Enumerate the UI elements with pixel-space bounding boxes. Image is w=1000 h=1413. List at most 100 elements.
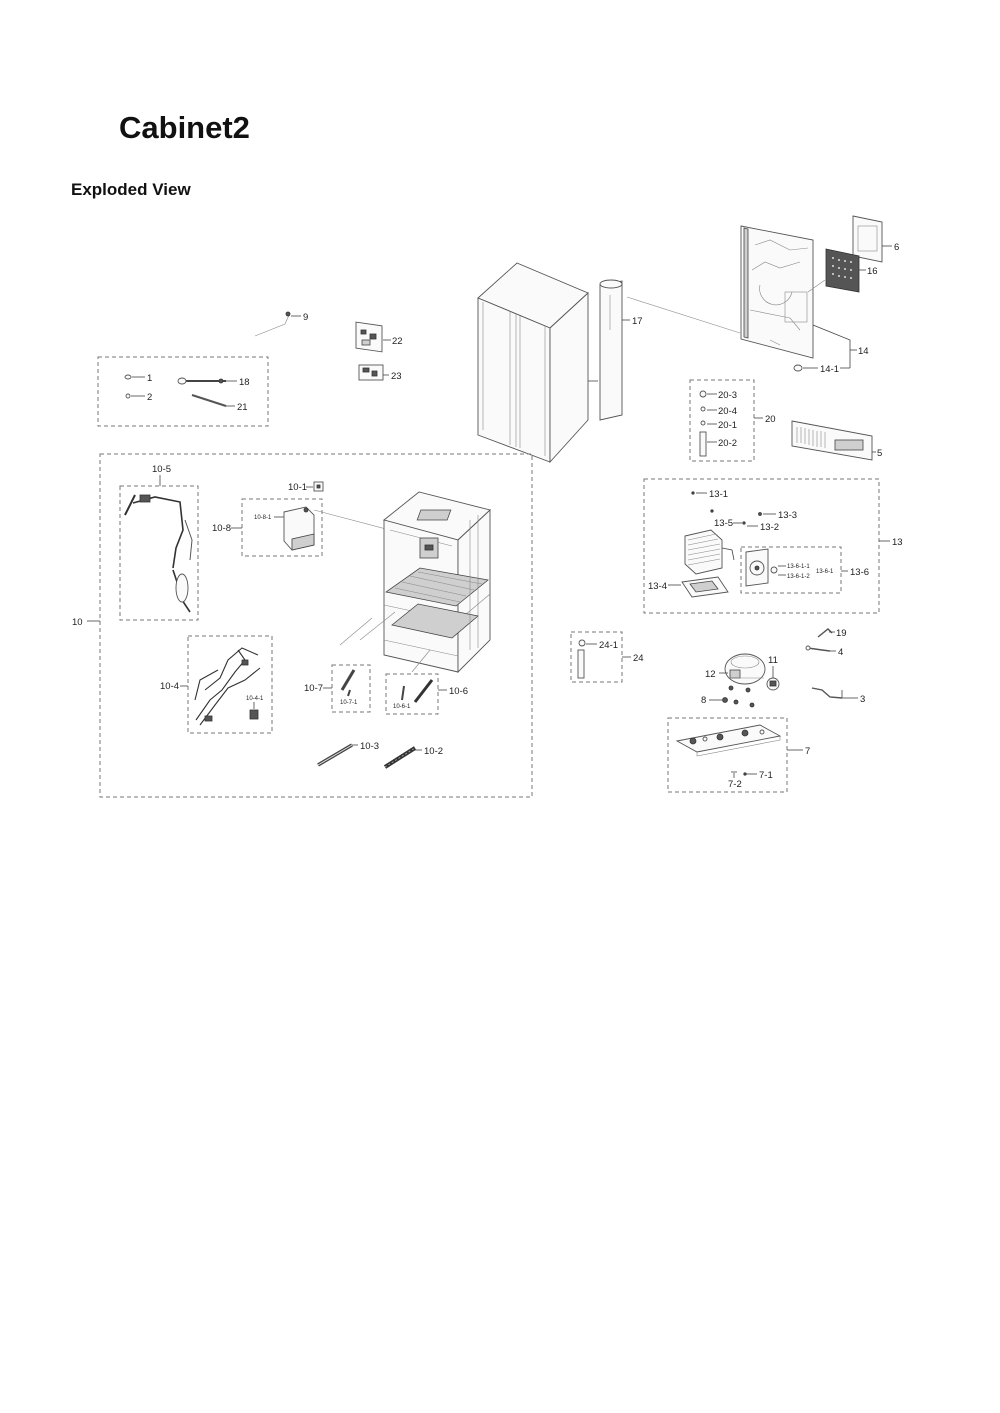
label-20-1: 20-1 — [718, 420, 737, 431]
label-21: 21 — [237, 402, 248, 413]
label-4: 4 — [838, 647, 843, 658]
dashed-box-10-8 — [241, 498, 323, 557]
part-17-insulation-strip[interactable]: 17 — [599, 279, 643, 421]
group-7-base-plate[interactable]: 7 7-2 7-1 — [667, 717, 810, 793]
part-21[interactable]: 21 — [191, 394, 248, 413]
part-1[interactable]: 1 — [124, 373, 152, 384]
part-13-evaporator-coil[interactable] — [684, 529, 735, 575]
label-10-5: 10-5 — [152, 464, 171, 475]
label-5: 5 — [877, 448, 882, 459]
label-24-1: 24-1 — [599, 640, 618, 651]
dashed-box-10 — [99, 453, 533, 798]
label-3: 3 — [860, 694, 865, 705]
label-13-6-1-2: 13-6-1-2 — [787, 574, 810, 580]
label-10-7-1: 10-7-1 — [340, 700, 358, 706]
label-2: 2 — [147, 392, 152, 403]
group-24-filter[interactable]: 24 24-1 — [570, 631, 644, 683]
label-16: 16 — [867, 266, 878, 277]
part-18[interactable]: 18 — [177, 377, 250, 388]
label-10: 10 — [72, 617, 83, 628]
label-13-6: 13-6 — [850, 567, 869, 578]
label-13-6-1: 13-6-1 — [816, 569, 834, 575]
part-13-4-base-tray[interactable]: 13-4 — [648, 576, 729, 598]
group-small-parts: 1 2 18 21 — [97, 356, 269, 427]
label-9: 9 — [303, 312, 308, 323]
dashed-box-10-4 — [187, 635, 273, 734]
section-title: Exploded View — [71, 180, 191, 199]
part-4[interactable]: 4 — [805, 645, 843, 658]
label-20-4: 20-4 — [718, 406, 737, 417]
part-19[interactable]: 19 — [817, 628, 847, 639]
part-10-3-rail[interactable]: 10-3 — [317, 741, 379, 767]
label-7: 7 — [805, 746, 810, 757]
label-24: 24 — [633, 653, 644, 664]
label-12: 12 — [705, 669, 716, 680]
dashed-box-13-6 — [740, 546, 842, 594]
part-8[interactable]: 8 — [701, 695, 728, 706]
label-13-3: 13-3 — [778, 510, 797, 521]
label-14: 14 — [858, 346, 869, 357]
group-13-6-fan-assembly[interactable]: 13-6 13-6-1-1 13-6-1-2 13-6-1 — [740, 546, 869, 594]
dashed-box-20 — [689, 379, 755, 462]
label-10-4-1: 10-4-1 — [246, 696, 264, 702]
label-14-1: 14-1 — [820, 364, 839, 375]
label-10-7: 10-7 — [304, 683, 323, 694]
part-22[interactable]: 22 — [355, 321, 403, 353]
label-10-4: 10-4 — [160, 681, 179, 692]
label-20-3: 20-3 — [718, 390, 737, 401]
part-16-evaporator-cover[interactable]: 16 — [807, 248, 878, 293]
dashed-box-small-parts — [97, 356, 269, 427]
label-1: 1 — [147, 373, 152, 384]
part-5-front-cover[interactable]: 5 — [791, 420, 882, 461]
label-10-3: 10-3 — [360, 741, 379, 752]
dashed-box-13 — [643, 478, 880, 614]
label-10-6-1: 10-6-1 — [393, 704, 411, 710]
label-13-5: 13-5 — [714, 518, 733, 529]
part-14-back-panel[interactable]: 14 — [626, 225, 869, 368]
part-15-cabinet-shell[interactable]: 15 — [477, 262, 611, 464]
group-10-7[interactable]: 10-7 10-7-1 — [304, 664, 371, 713]
group-10-4-harness[interactable]: 10-4 10-4-1 — [160, 635, 273, 734]
label-10-8: 10-8 — [212, 523, 231, 534]
group-10-8-ice-bucket[interactable]: 10-8 10-8-1 — [212, 498, 391, 557]
group-10-inner-cabinet[interactable]: 10 10-5 10-1 10-8 10-8-1 — [72, 453, 533, 798]
label-13-4: 13-4 — [648, 581, 667, 592]
label-7-2: 7-2 — [728, 779, 742, 790]
part-10-1[interactable]: 10-1 — [288, 481, 324, 493]
group-13-evaporator-fan[interactable]: 13 13-1 13-3 13-5 13-2 13-4 — [643, 478, 903, 614]
label-10-8-1: 10-8-1 — [254, 515, 272, 521]
part-10-2-rail[interactable]: 10-2 — [383, 746, 443, 769]
label-10-6: 10-6 — [449, 686, 468, 697]
label-7-1: 7-1 — [759, 770, 773, 781]
label-20-2: 20-2 — [718, 438, 737, 449]
dashed-box-10-6 — [385, 673, 439, 715]
group-10-5-harness[interactable]: 10-5 — [119, 464, 199, 621]
label-13-2: 13-2 — [760, 522, 779, 533]
label-19: 19 — [836, 628, 847, 639]
part-2[interactable]: 2 — [125, 392, 152, 403]
label-8: 8 — [701, 695, 706, 706]
label-23: 23 — [391, 371, 402, 382]
label-13-6-1-1: 13-6-1-1 — [787, 564, 810, 570]
part-12-compressor[interactable]: 12 — [705, 653, 766, 708]
group-10-6[interactable]: 10-6 10-6-1 — [385, 673, 468, 715]
page-title: Cabinet2 — [119, 110, 250, 145]
part-11-relay[interactable]: 11 — [766, 655, 780, 691]
label-6: 6 — [894, 242, 899, 253]
label-13: 13 — [892, 537, 903, 548]
part-3-pipe[interactable]: 3 — [811, 687, 865, 705]
group-20-valve-parts[interactable]: 20-3 20-4 20-1 20-2 20 — [689, 379, 776, 462]
part-10-inner-liner[interactable] — [339, 491, 491, 674]
part-23[interactable]: 23 — [358, 364, 402, 382]
label-10-2: 10-2 — [424, 746, 443, 757]
label-18: 18 — [239, 377, 250, 388]
part-14-1[interactable]: 14-1 — [793, 364, 850, 375]
dashed-box-24 — [570, 631, 623, 683]
part-9[interactable]: 9 — [254, 311, 308, 337]
part-6[interactable]: 6 — [852, 215, 899, 263]
label-17: 17 — [632, 316, 643, 327]
label-11: 11 — [768, 655, 778, 666]
label-22: 22 — [392, 336, 403, 347]
dashed-box-10-5 — [119, 485, 199, 621]
